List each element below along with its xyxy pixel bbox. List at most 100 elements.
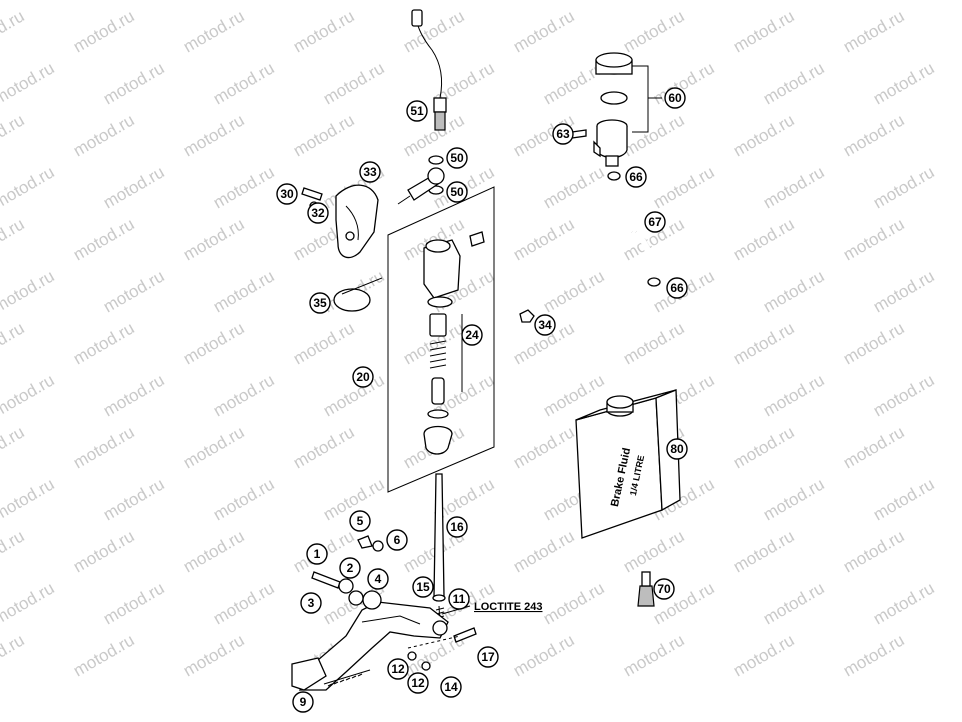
callout-number: 60 xyxy=(668,91,682,105)
callout-9: 9 xyxy=(292,691,314,713)
callout-number: 33 xyxy=(363,165,377,179)
callout-circle xyxy=(446,181,468,203)
callout-circle xyxy=(300,592,322,614)
callout-circle xyxy=(339,557,361,579)
brake-light-switch xyxy=(411,9,447,131)
loctite-label: LOCTITE 243 xyxy=(474,601,542,613)
cable-tie xyxy=(333,277,383,312)
callout-circle xyxy=(306,543,328,565)
threadlocker-tube xyxy=(637,571,655,607)
callout-circle xyxy=(666,277,688,299)
callout-number: 4 xyxy=(375,572,382,586)
callout-66: 66 xyxy=(625,166,647,188)
push-rod xyxy=(432,473,446,625)
callout-circle xyxy=(477,646,499,668)
callout-number: 24 xyxy=(465,328,479,342)
callout-circle xyxy=(653,578,675,600)
callout-67: 67 xyxy=(644,211,666,233)
callout-12: 12 xyxy=(387,658,409,680)
callout-number: 15 xyxy=(416,580,430,594)
callout-number: 16 xyxy=(450,520,464,534)
callout-number: 3 xyxy=(308,596,315,610)
callout-63: 63 xyxy=(552,123,574,145)
callout-circle xyxy=(386,529,408,551)
callout-number: 12 xyxy=(411,676,425,690)
callout-circle xyxy=(644,211,666,233)
callout-circle xyxy=(307,202,329,224)
callout-circle xyxy=(309,292,331,314)
callout-2: 2 xyxy=(339,557,361,579)
master-cylinder-group xyxy=(387,186,495,493)
nut-34 xyxy=(519,309,535,323)
callout-5: 5 xyxy=(349,510,371,532)
callout-circle xyxy=(292,691,314,713)
callout-circle xyxy=(666,438,688,460)
callout-number: 34 xyxy=(538,318,552,332)
callout-circle xyxy=(367,568,389,590)
callout-circle xyxy=(412,576,434,598)
callout-number: 14 xyxy=(444,680,458,694)
callout-14: 14 xyxy=(440,676,462,698)
callout-60: 60 xyxy=(664,87,686,109)
callout-circle xyxy=(349,510,371,532)
callout-circle xyxy=(359,161,381,183)
callout-4: 4 xyxy=(367,568,389,590)
brake-pedal xyxy=(291,535,477,691)
callout-number: 63 xyxy=(556,127,570,141)
banjo-bolt-assembly xyxy=(397,155,445,205)
callout-51: 51 xyxy=(406,100,428,122)
callout-1: 1 xyxy=(306,543,328,565)
callout-16: 16 xyxy=(446,516,468,538)
callout-number: 67 xyxy=(648,215,662,229)
callout-circle xyxy=(446,516,468,538)
callout-number: 80 xyxy=(670,442,684,456)
callout-50: 50 xyxy=(446,181,468,203)
callout-32: 32 xyxy=(307,202,329,224)
callout-circle xyxy=(461,324,483,346)
callout-6: 6 xyxy=(386,529,408,551)
callout-circle xyxy=(276,183,298,205)
callout-number: 9 xyxy=(300,695,307,709)
reservoir-hose xyxy=(607,171,661,287)
callout-number: 6 xyxy=(394,533,401,547)
callout-circle xyxy=(446,147,468,169)
callout-number: 12 xyxy=(391,662,405,676)
callout-circle xyxy=(352,366,374,388)
callout-33: 33 xyxy=(359,161,381,183)
callout-66: 66 xyxy=(666,277,688,299)
callout-number: 11 xyxy=(453,592,466,606)
callout-11: 11 xyxy=(448,588,470,610)
brake-fluid-bottle: Brake Fluid 1/4 LITRE xyxy=(575,389,681,539)
callout-number: 2 xyxy=(347,561,354,575)
callout-number: 50 xyxy=(450,185,464,199)
callout-circle xyxy=(534,314,556,336)
callout-35: 35 xyxy=(309,292,331,314)
callout-number: 66 xyxy=(670,281,684,295)
callout-number: 35 xyxy=(313,296,327,310)
fluid-reservoir xyxy=(571,52,662,167)
callout-number: 5 xyxy=(357,514,364,528)
callout-number: 1 xyxy=(314,547,321,561)
callout-17: 17 xyxy=(477,646,499,668)
callout-12: 12 xyxy=(407,672,429,694)
callout-80: 80 xyxy=(666,438,688,460)
callout-number: 66 xyxy=(629,170,643,184)
callout-50: 50 xyxy=(446,147,468,169)
callout-number: 51 xyxy=(410,104,424,118)
callout-number: 70 xyxy=(657,582,671,596)
callout-number: 32 xyxy=(311,206,325,220)
callout-circle xyxy=(406,100,428,122)
callout-3: 3 xyxy=(300,592,322,614)
callout-circle xyxy=(407,672,429,694)
callout-circle xyxy=(440,676,462,698)
callout-30: 30 xyxy=(276,183,298,205)
callout-15: 15 xyxy=(412,576,434,598)
callout-34: 34 xyxy=(534,314,556,336)
callout-circle xyxy=(552,123,574,145)
callout-circle xyxy=(625,166,647,188)
callout-number: 30 xyxy=(280,187,294,201)
callout-number: 20 xyxy=(356,370,370,384)
callout-number: 50 xyxy=(450,151,464,165)
